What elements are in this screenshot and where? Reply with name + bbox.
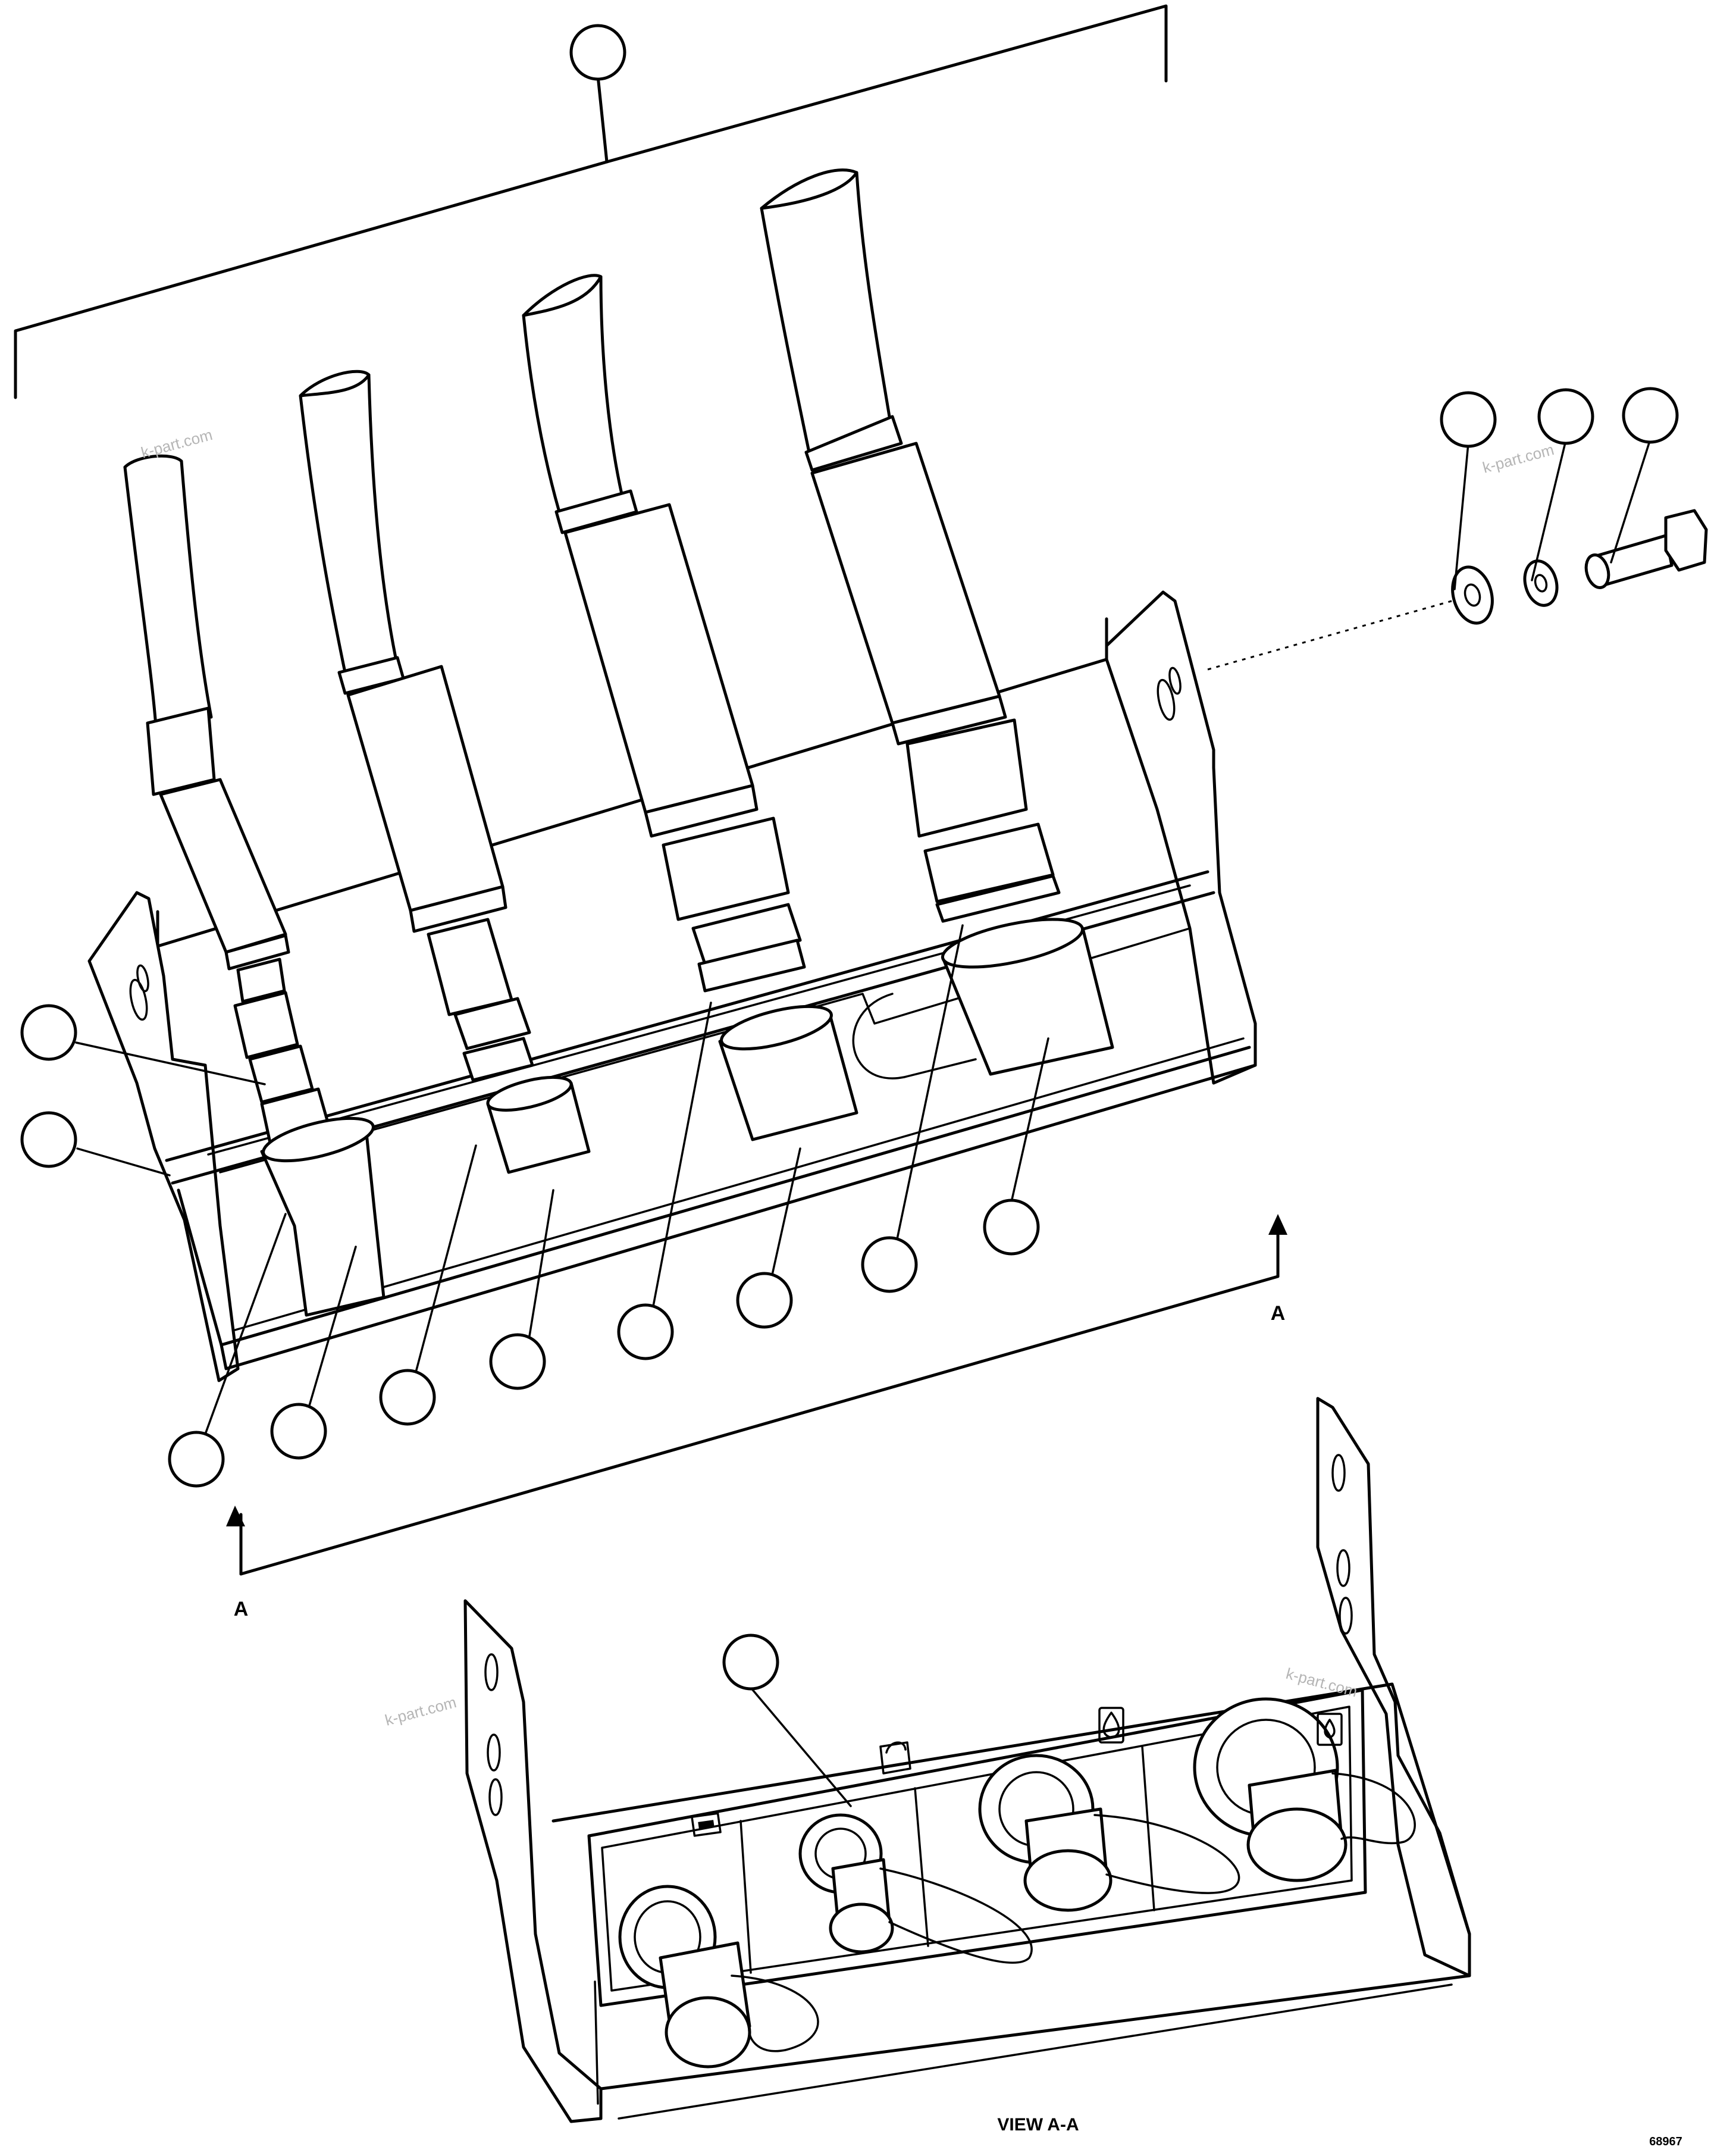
watermark: k-part.com bbox=[139, 425, 214, 462]
callout-bubble bbox=[20, 1004, 77, 1061]
watermark: k-part.com bbox=[1481, 440, 1556, 477]
callout-bubble bbox=[1537, 388, 1594, 445]
callout-bubble bbox=[736, 1272, 793, 1329]
section-line bbox=[226, 1214, 1287, 1576]
callout-bubble bbox=[983, 1199, 1040, 1256]
coupler-group bbox=[260, 918, 1114, 1317]
callout-bubbles bbox=[20, 24, 1679, 1691]
callout-bubble bbox=[1440, 391, 1497, 448]
hose-3 bbox=[522, 274, 806, 993]
section-label-top: A bbox=[1271, 1302, 1286, 1325]
hose-1 bbox=[123, 454, 332, 1147]
callout-bubble bbox=[1622, 387, 1679, 444]
watermark: k-part.com bbox=[383, 1693, 458, 1729]
section-label-left: A bbox=[234, 1598, 249, 1620]
callout-bubble bbox=[168, 1431, 225, 1488]
callout-bubble bbox=[489, 1333, 546, 1390]
drop-icon bbox=[1098, 1707, 1124, 1744]
tank-icon bbox=[879, 1741, 911, 1775]
callout-bubble bbox=[617, 1303, 674, 1360]
callout-bubble bbox=[379, 1369, 436, 1426]
hose-2 bbox=[299, 370, 534, 1082]
assembly-bracket bbox=[14, 4, 1168, 399]
view-a-a-bracket bbox=[463, 1397, 1471, 2123]
battery-icon bbox=[691, 1812, 722, 1837]
callout-leaders bbox=[75, 438, 1652, 1807]
view-caption: VIEW A-A bbox=[997, 2115, 1079, 2135]
figure-number: 68967 bbox=[1649, 2135, 1682, 2148]
callout-bubble bbox=[270, 1403, 327, 1460]
callout-bubble bbox=[20, 1111, 77, 1168]
callout-bubble bbox=[861, 1236, 918, 1293]
hardware bbox=[1207, 509, 1708, 671]
hose-4 bbox=[760, 168, 1061, 923]
callout-bubble bbox=[722, 1634, 779, 1691]
callout-bubble bbox=[569, 24, 626, 81]
reservoir-icon bbox=[1317, 1713, 1343, 1746]
